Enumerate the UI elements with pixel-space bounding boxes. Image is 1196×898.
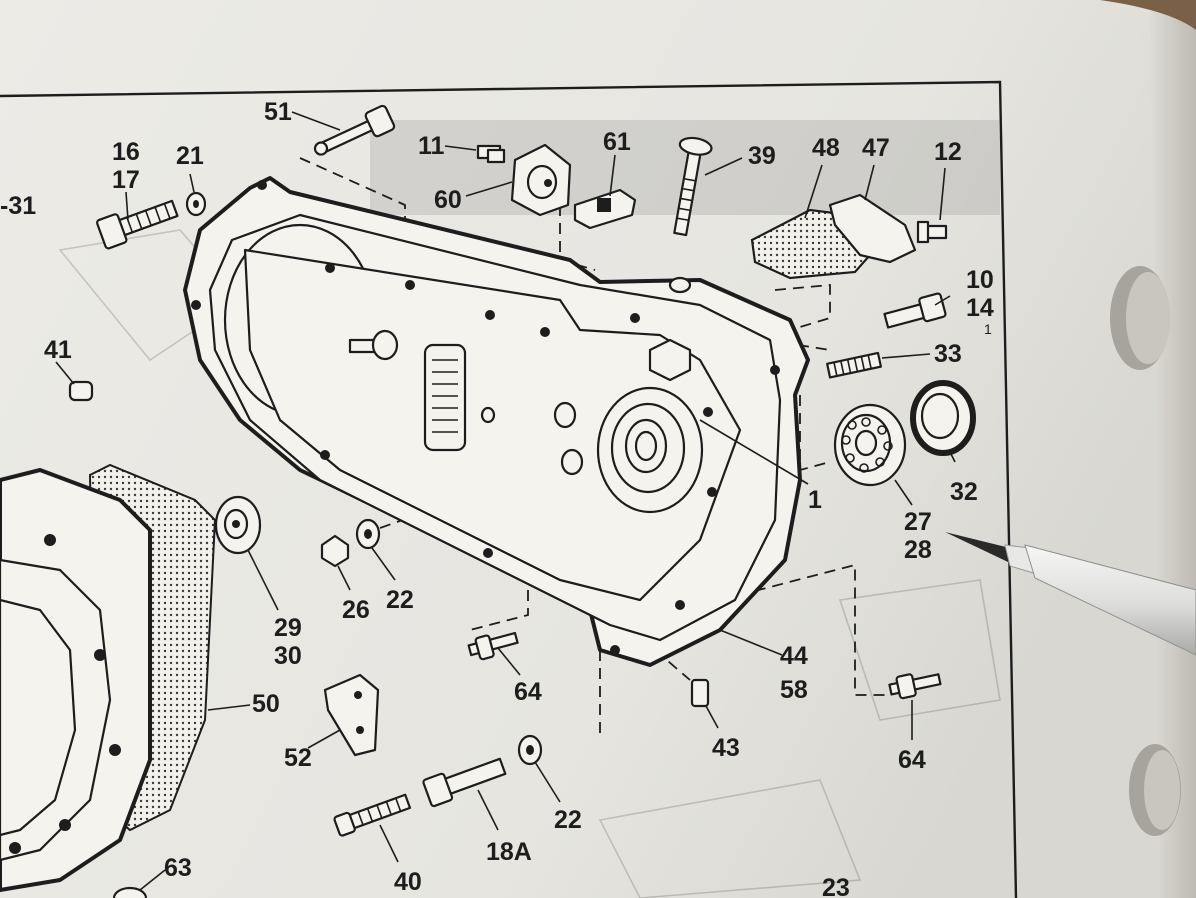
callout-64-left: 64	[514, 678, 542, 706]
callout-52: 52	[284, 744, 312, 772]
callout-41: 41	[44, 336, 72, 364]
primary-cover-assembly	[183, 176, 810, 667]
pen	[945, 532, 1196, 656]
callout-58: 58	[780, 676, 808, 704]
callout-23: 23	[822, 874, 850, 898]
callout-16: 16	[112, 138, 140, 166]
callout-10: 10	[966, 266, 994, 294]
callout-48: 48	[812, 134, 840, 162]
pen-barrel	[1024, 544, 1196, 656]
callout-64-right: 64	[898, 746, 926, 774]
callout-51: 51	[264, 98, 292, 126]
callout-leaders	[55, 111, 956, 891]
callout-1-small: 1	[984, 321, 992, 337]
callout-1: 1	[808, 486, 822, 514]
callout-63: 63	[164, 854, 192, 882]
page-edge-shadow	[1150, 0, 1196, 898]
callout-39: 39	[748, 142, 776, 170]
callout-40: 40	[394, 868, 422, 896]
callout-32: 32	[950, 478, 978, 506]
binder-holes	[1110, 266, 1181, 836]
desk-corner	[1100, 0, 1196, 30]
callout-28: 28	[904, 536, 932, 564]
small-parts	[68, 104, 976, 898]
callout-12: 12	[934, 138, 962, 166]
callout-22-upper: 22	[386, 586, 414, 614]
callout-61: 61	[603, 128, 631, 156]
diagram-frame	[0, 80, 1018, 898]
callout-27: 27	[904, 508, 932, 536]
callout-26: 26	[342, 596, 370, 624]
callout-47: 47	[862, 134, 890, 162]
callout-22-lower: 22	[554, 806, 582, 834]
callout-43: 43	[712, 734, 740, 762]
callout-29: 29	[274, 614, 302, 642]
callout-30: 30	[274, 642, 302, 670]
callout-50: 50	[252, 690, 280, 718]
callout-31: -31	[0, 192, 36, 220]
callout-44: 44	[780, 642, 808, 670]
callout-18a: 18A	[486, 838, 532, 866]
callout-11: 11	[418, 132, 445, 160]
inner-primary-and-gasket	[0, 463, 217, 892]
callout-17: 17	[112, 166, 140, 194]
callout-60: 60	[434, 186, 462, 214]
pen-tip	[945, 532, 1010, 562]
callout-numbers: 51 16 17 21 -31 11 60 61 39 48 47 12 10 …	[0, 98, 994, 898]
callout-14: 14	[966, 294, 994, 322]
callout-33: 33	[934, 340, 962, 368]
callout-21: 21	[176, 142, 204, 170]
